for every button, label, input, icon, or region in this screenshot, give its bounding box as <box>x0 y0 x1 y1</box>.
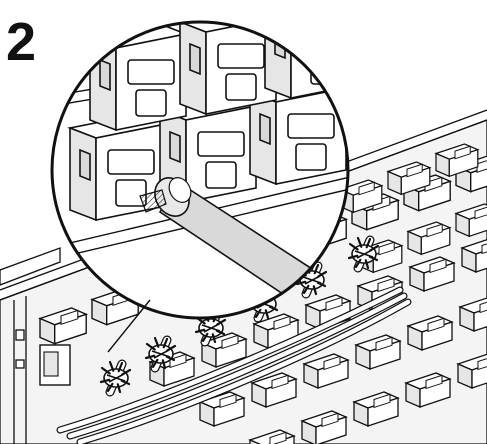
transceiver-module-icon <box>408 256 456 292</box>
transceiver-module-icon <box>460 238 487 273</box>
transceiver-module-icon <box>300 410 348 444</box>
cable-icon <box>77 299 411 444</box>
port-plug-latch <box>43 351 59 377</box>
zoom-callout-icon <box>50 20 350 353</box>
step-number: 2 <box>6 12 36 72</box>
cable-icon <box>57 287 403 433</box>
lens-module-top-left <box>87 23 189 132</box>
transceiver-module-icon <box>406 315 454 351</box>
transceiver-module-icon <box>198 391 246 427</box>
cable-tie-icon <box>144 336 177 370</box>
transceiver-module-icon <box>406 221 452 256</box>
transceiver-module-icon <box>354 334 402 370</box>
transceiver-module-icon <box>458 297 487 332</box>
transceiver-module-icon <box>302 353 350 389</box>
transceiver-module-icon <box>456 353 487 389</box>
cable-tie-icon <box>194 310 227 344</box>
transceiver-module-icon <box>248 429 296 444</box>
transceiver-module-icon <box>338 179 384 214</box>
transceiver-module-icon <box>434 143 480 178</box>
port-array <box>38 143 487 444</box>
lens-module-top-center <box>177 22 279 116</box>
transceiver-module-icon <box>352 391 400 427</box>
transceiver-module-icon <box>200 332 248 368</box>
transceiver-module-icon <box>386 161 432 196</box>
transceiver-module-icon <box>454 203 487 238</box>
transceiver-module-icon <box>404 372 452 408</box>
cable-tie-icon <box>347 236 380 270</box>
cable-tie-icon <box>99 360 132 394</box>
lens-module-top-right <box>264 22 348 100</box>
transceiver-module-icon <box>250 372 298 408</box>
transceiver-module-icon <box>38 307 89 345</box>
transceiver-module-icon <box>252 313 300 349</box>
cable-icon <box>67 293 407 439</box>
